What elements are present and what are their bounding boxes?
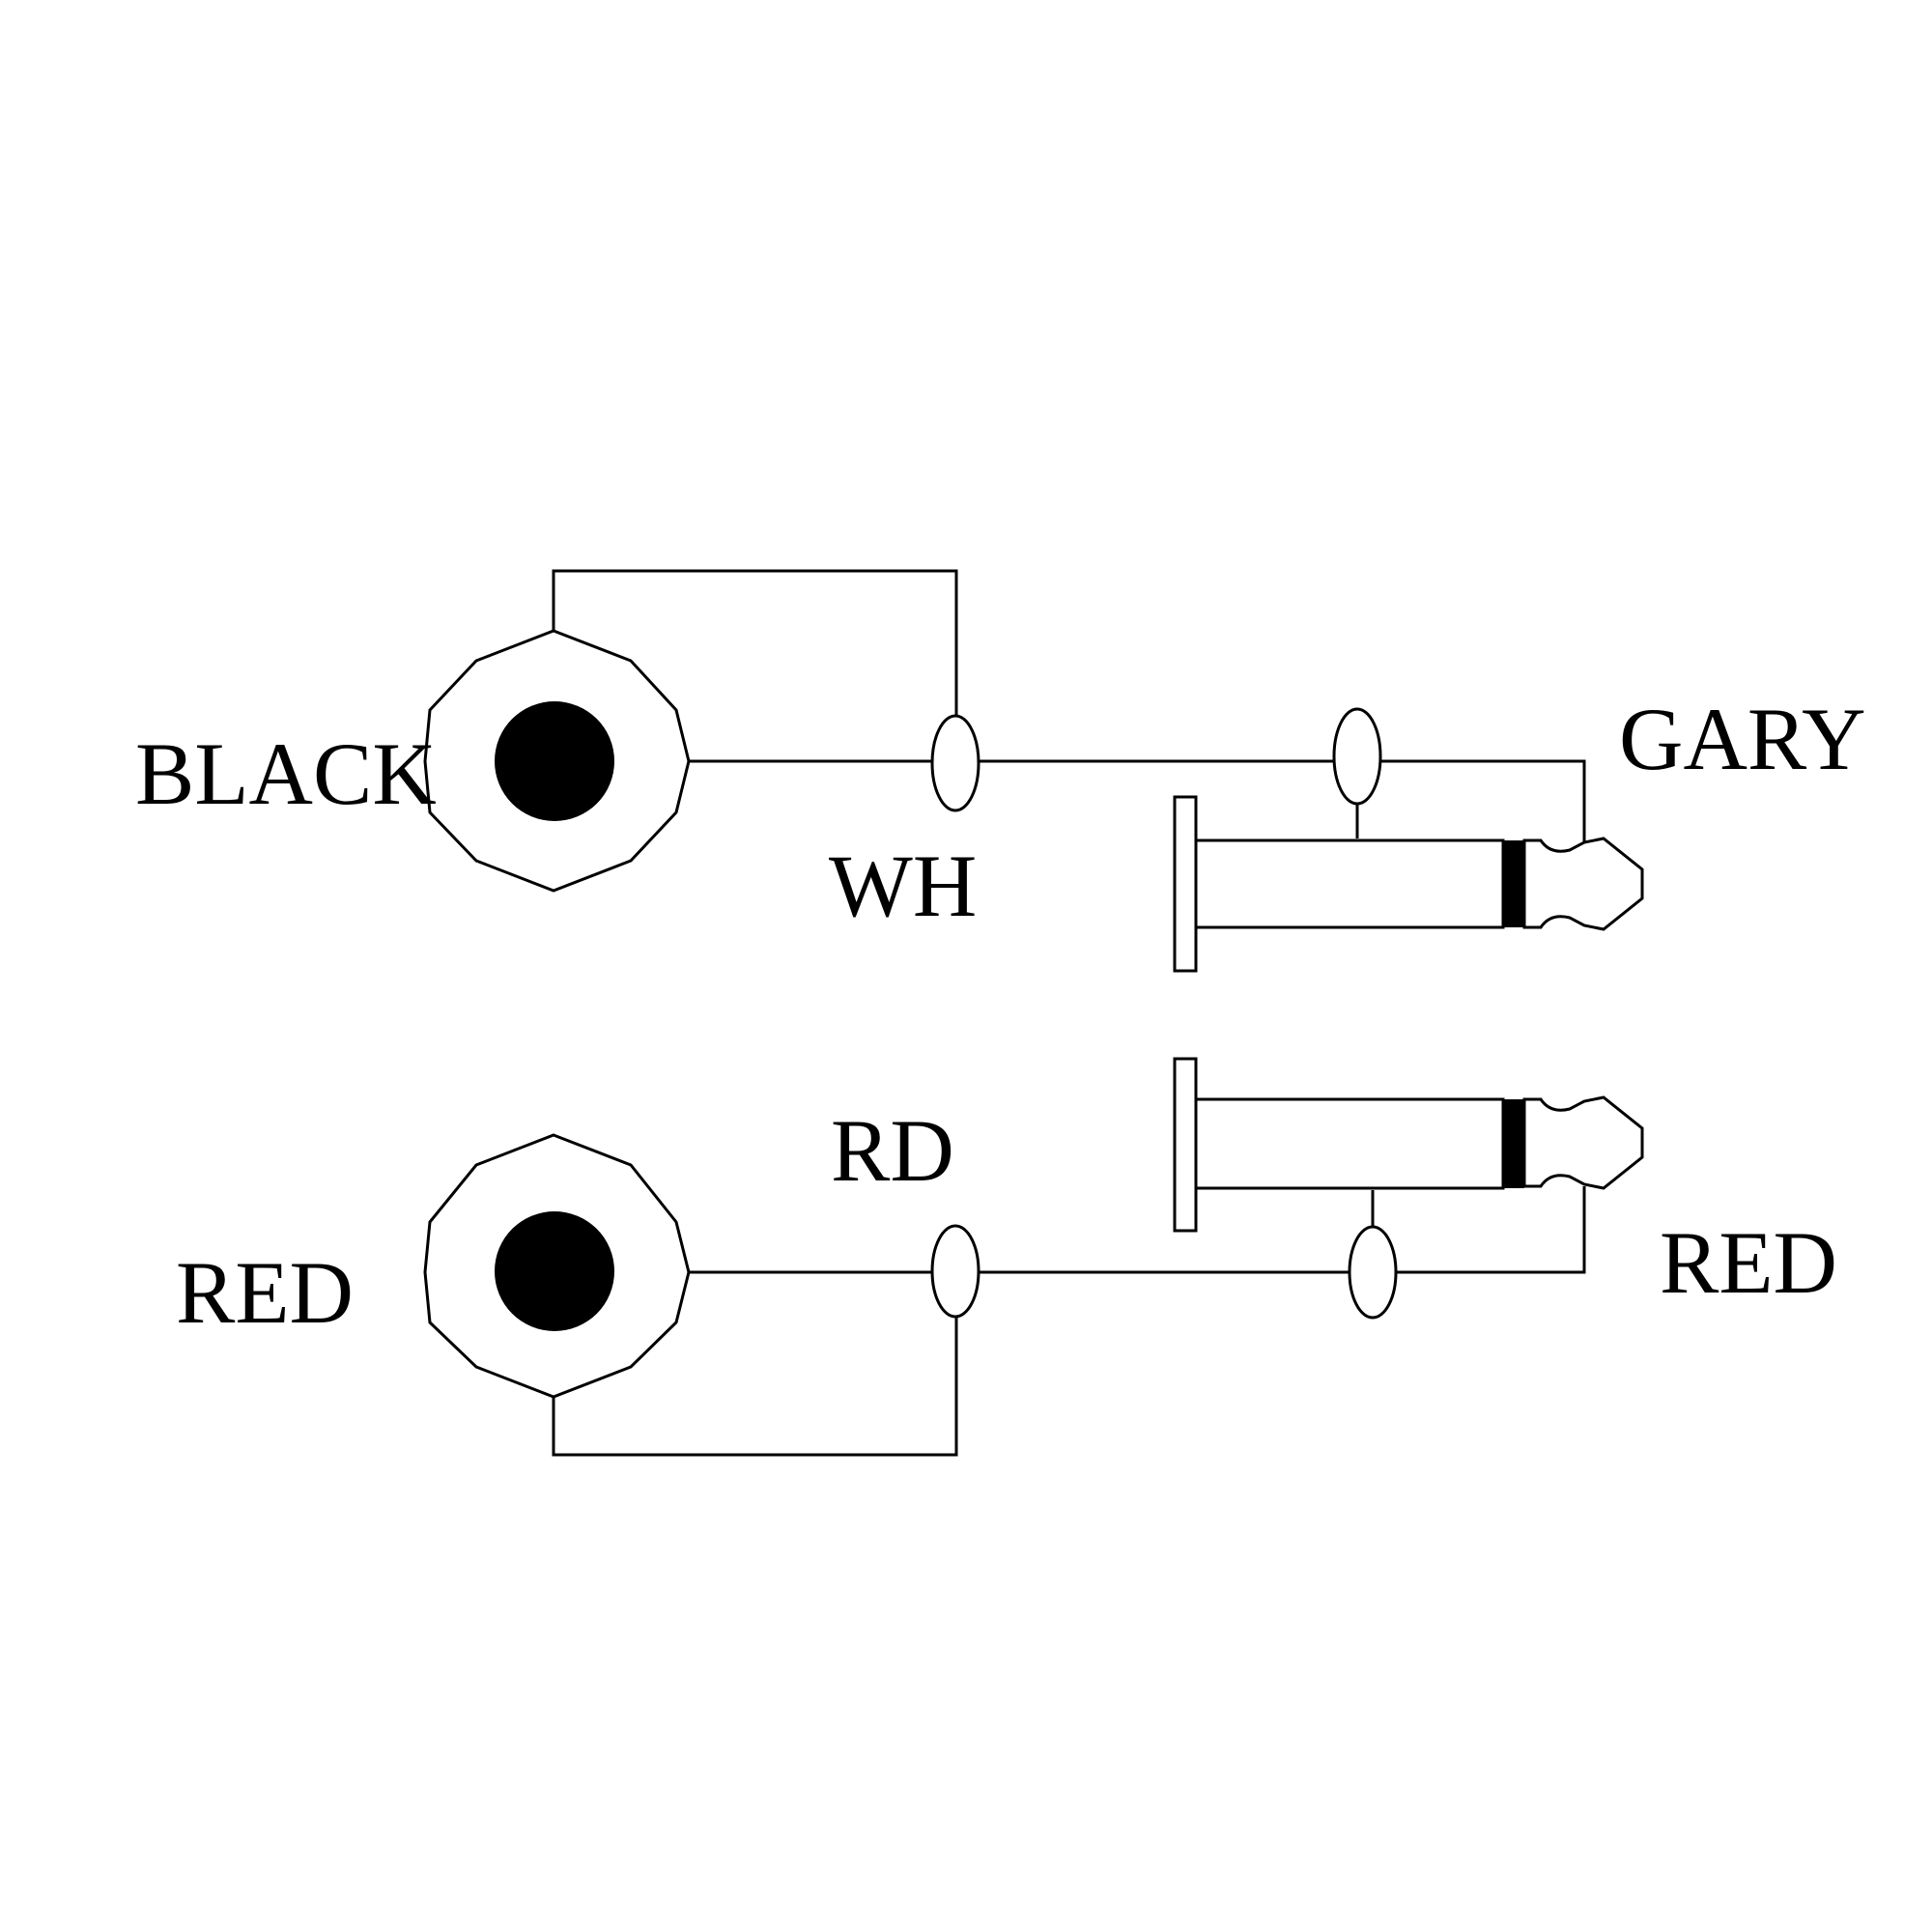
bottom-jack-socket: [423, 1133, 691, 1399]
label-rd: RD: [831, 1101, 954, 1200]
label-wh: WH: [829, 837, 977, 935]
bottom-circuit: [423, 1057, 1644, 1457]
plug-sleeve: [1194, 838, 1505, 929]
bottom-plug: [1173, 1057, 1644, 1233]
label-black: BLACK: [135, 724, 437, 823]
plug-flange: [1173, 1057, 1198, 1233]
plug-insulator-ring: [1503, 1099, 1524, 1188]
top-signal-wire: [554, 759, 1586, 842]
top-jack-socket: [423, 629, 691, 893]
label-red-left: RED: [176, 1243, 354, 1342]
jack-center-contact: [495, 1211, 614, 1331]
label-gary: GARY: [1619, 690, 1866, 788]
bottom-ground-wire: [552, 1318, 958, 1457]
label-red-right: RED: [1660, 1213, 1837, 1312]
top-shield-ellipse-left: [930, 714, 980, 812]
plug-flange: [1173, 795, 1198, 973]
jack-center-contact: [495, 701, 614, 821]
bottom-shield-ellipse-right: [1348, 1225, 1398, 1320]
bottom-signal-wire: [554, 1186, 1586, 1274]
plug-sleeve: [1194, 1097, 1505, 1190]
plug-tip: [1522, 1095, 1644, 1190]
top-plug: [1173, 795, 1644, 973]
top-circuit: [423, 569, 1644, 973]
plug-tip: [1522, 837, 1644, 931]
top-shield-ellipse-right: [1332, 707, 1382, 806]
bottom-shield-ellipse-left: [930, 1224, 980, 1319]
top-ground-wire: [552, 569, 958, 717]
plug-insulator-ring: [1503, 840, 1524, 927]
